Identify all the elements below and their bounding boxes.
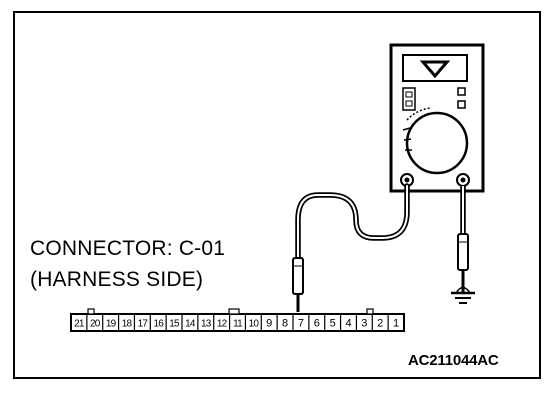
- connector-pin-2: 2: [377, 318, 383, 330]
- mode-button: [457, 87, 466, 96]
- left-test-lead: [292, 183, 410, 312]
- connector-latch-right: [366, 308, 374, 315]
- connector-pin-4: 4: [345, 318, 351, 330]
- connector-pin-20: 20: [90, 319, 101, 330]
- left-probe-handle: [292, 257, 304, 295]
- connector-pin-3: 3: [361, 318, 367, 330]
- connector-pin-12: 12: [217, 319, 228, 330]
- connector-pin-17: 17: [138, 319, 149, 330]
- multimeter: [389, 43, 485, 193]
- harness-side-label: (HARNESS SIDE): [30, 268, 204, 291]
- connector-pin-21: 21: [74, 319, 85, 330]
- connector-latch-center: [228, 308, 240, 315]
- right-test-lead: [451, 186, 475, 304]
- range-switch-indicator: [402, 87, 416, 111]
- connector-label: CONNECTOR: C-01: [30, 237, 226, 260]
- diagram-border: [13, 11, 541, 379]
- connector-pin-7: 7: [298, 318, 304, 330]
- voltage-symbol-icon: [419, 60, 451, 79]
- connector-latch-left: [87, 308, 95, 315]
- connector-pin-8: 8: [282, 318, 288, 330]
- rotary-dial-icon: [405, 111, 469, 175]
- connector-pin-6: 6: [314, 318, 320, 330]
- connector-pin-1: 1: [393, 318, 399, 330]
- right-probe-handle: [457, 233, 469, 271]
- connector-pin-14: 14: [185, 319, 196, 330]
- hold-button: [457, 100, 466, 109]
- ground-symbol-icon: [451, 286, 475, 304]
- connector-pin-13: 13: [201, 319, 212, 330]
- connector-pin-9: 9: [266, 318, 272, 330]
- connector-pin-15: 15: [169, 319, 180, 330]
- connector-pin-19: 19: [106, 319, 117, 330]
- connector-pin-18: 18: [122, 319, 133, 330]
- connector-pin-16: 16: [153, 319, 164, 330]
- connector-pin-11: 11: [233, 319, 243, 330]
- multimeter-display: [402, 54, 468, 82]
- connector-pin-10: 10: [249, 319, 260, 330]
- connector-pin-5: 5: [330, 318, 336, 330]
- figure-code: AC211044AC: [408, 352, 499, 369]
